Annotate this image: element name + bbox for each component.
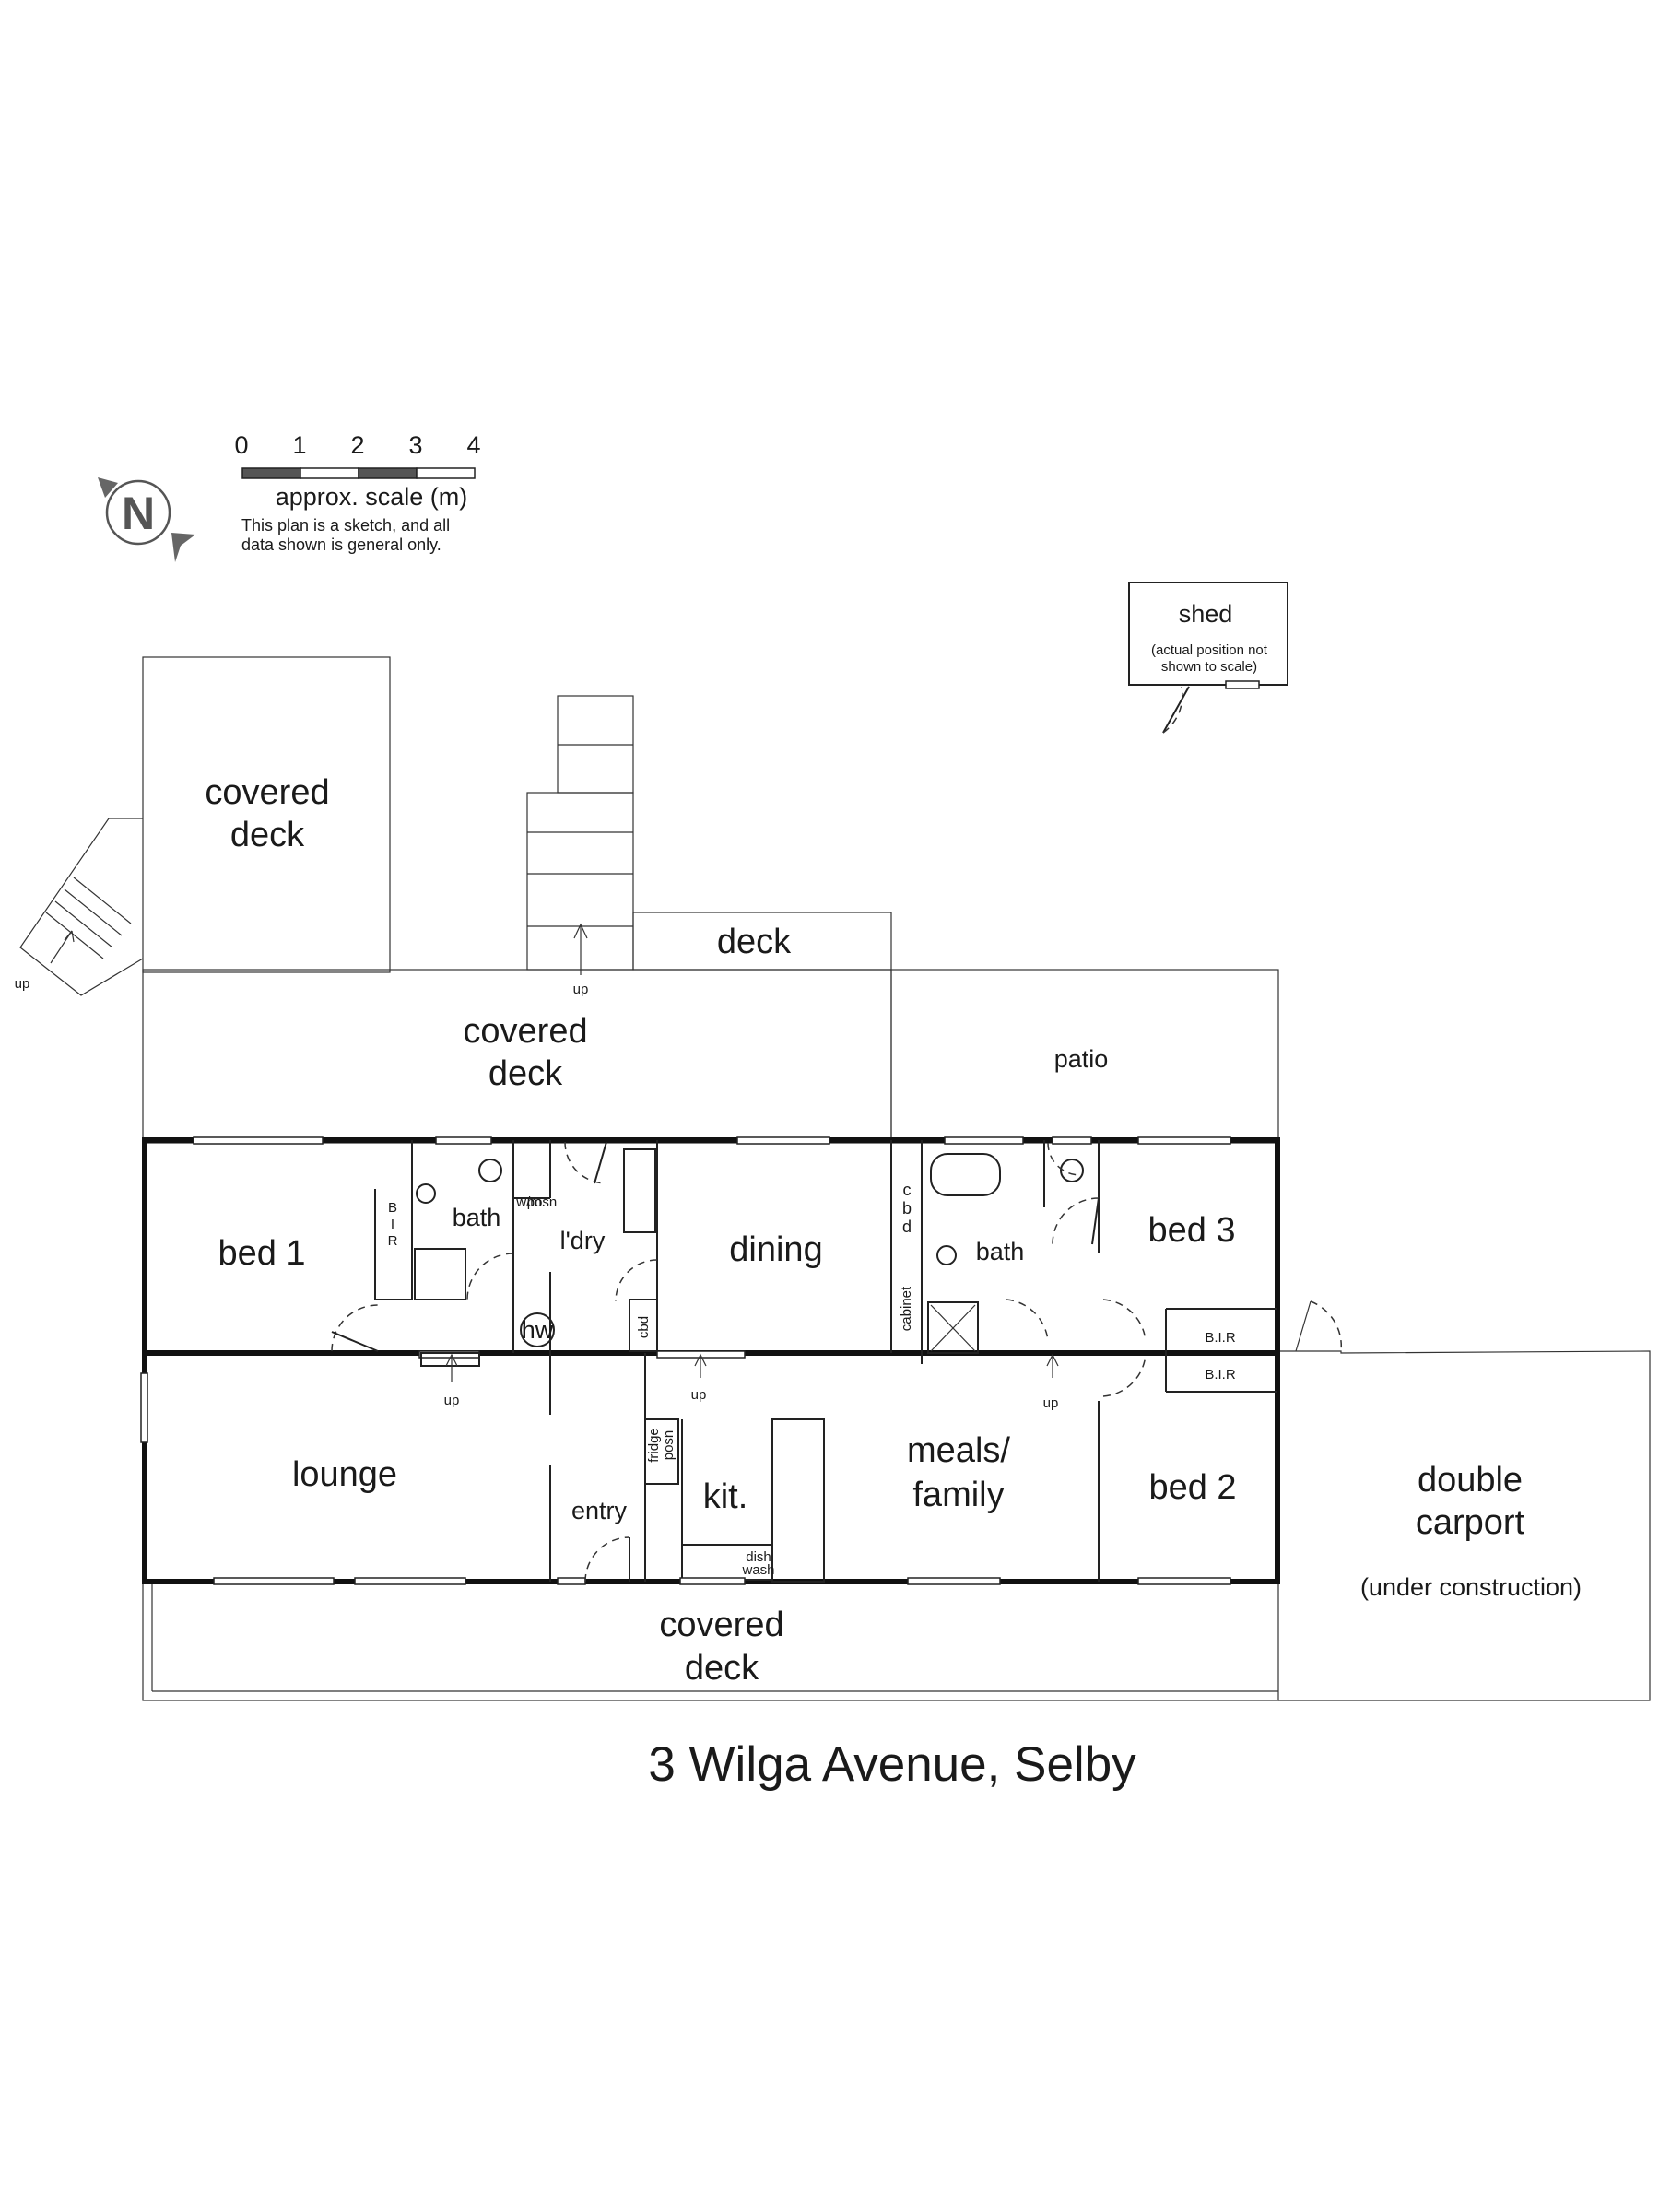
scale-tick-2: 2 (350, 431, 364, 459)
scale-tick-0: 0 (234, 431, 248, 459)
cbd-small-label: cbd (636, 1316, 652, 1338)
doors (331, 1141, 1147, 1583)
covered-deck-top-label-1: covered (205, 773, 329, 812)
wm-label-2: posn (527, 1194, 558, 1210)
scale-tick-1: 1 (292, 431, 306, 459)
bir-letter-i: I (391, 1217, 394, 1232)
carport-label-2: carport (1416, 1503, 1525, 1542)
bir-lower-label: B.I.R (1205, 1367, 1236, 1382)
scale-label: approx. scale (m) (276, 483, 468, 511)
outdoor-areas (19, 656, 1651, 1701)
carport-note: (under construction) (1360, 1573, 1582, 1601)
up-label-kitchen: up (691, 1387, 707, 1403)
covered-deck-mid-label-1: covered (463, 1012, 587, 1051)
hot-water-label: hw (522, 1316, 554, 1344)
meals-label-1: meals/ (907, 1431, 1010, 1470)
cbd-letter-d: d (902, 1218, 912, 1236)
cbd-letter-c: c (903, 1181, 912, 1199)
up-label-top-left: up (15, 976, 30, 992)
cabinet-label: cabinet (899, 1286, 914, 1331)
laundry-label: l'dry (560, 1227, 606, 1254)
covered-deck-bottom-label-2: deck (685, 1649, 759, 1688)
deck-label: deck (717, 923, 792, 961)
bath2-label: bath (976, 1238, 1025, 1265)
fixture-labels: B I R B.I.R B.I.R w/m posn hw c b d cbd … (388, 1181, 1236, 1578)
north-compass-icon: N (98, 477, 195, 562)
up-label-center-stair: up (573, 982, 589, 997)
scale-note-line-1: This plan is a sketch, and all (241, 516, 450, 535)
stair-arrows (420, 1352, 1059, 1382)
bed2-label: bed 2 (1148, 1468, 1236, 1507)
shed-label: shed (1179, 600, 1233, 628)
fridge-label-2: posn (661, 1430, 677, 1461)
bir-letter-b: B (388, 1200, 397, 1216)
up-label-meals: up (1043, 1395, 1059, 1411)
shed-note-line-2: shown to scale) (1161, 659, 1257, 675)
meals-label-2: family (912, 1476, 1004, 1514)
bir-letter-r: R (388, 1233, 398, 1249)
entry-label: entry (571, 1497, 628, 1524)
lounge-label: lounge (292, 1455, 397, 1494)
dish-label-2: wash (741, 1562, 774, 1578)
fridge-label-1: fridge (646, 1428, 662, 1463)
scale-bar: 0 1 2 3 4 approx. scale (m) This plan is… (234, 431, 480, 554)
plan-title: 3 Wilga Avenue, Selby (648, 1737, 1136, 1792)
bath1-label: bath (453, 1204, 501, 1231)
shed-note-line-1: (actual position not (1151, 642, 1268, 658)
carport-label-1: double (1418, 1461, 1523, 1500)
scale-tick-3: 3 (408, 431, 422, 459)
patio-label: patio (1054, 1045, 1109, 1073)
wm-label-1: w/m (515, 1194, 542, 1210)
compass-letter: N (122, 488, 155, 539)
covered-deck-bottom-label-1: covered (659, 1606, 783, 1644)
dish-label-1: dish (746, 1549, 771, 1565)
shed: shed (actual position not shown to scale… (1128, 582, 1288, 734)
bed1-label: bed 1 (218, 1234, 305, 1273)
stair-up-labels: up up up up up (15, 976, 1059, 1411)
bed3-label: bed 3 (1147, 1211, 1235, 1250)
covered-deck-top-label-2: deck (230, 816, 305, 854)
covered-deck-mid-label-2: deck (488, 1054, 563, 1093)
cbd-letter-b: b (902, 1199, 912, 1218)
bir-upper-label: B.I.R (1205, 1330, 1236, 1346)
dining-label: dining (729, 1230, 822, 1269)
scale-note-line-2: data shown is general only. (241, 535, 441, 554)
room-labels: covered deck deck covered deck patio bed… (205, 773, 1582, 1688)
kitchen-label: kit. (703, 1477, 748, 1516)
scale-tick-4: 4 (466, 431, 480, 459)
windows (140, 1136, 1231, 1585)
up-label-lounge: up (444, 1393, 460, 1408)
